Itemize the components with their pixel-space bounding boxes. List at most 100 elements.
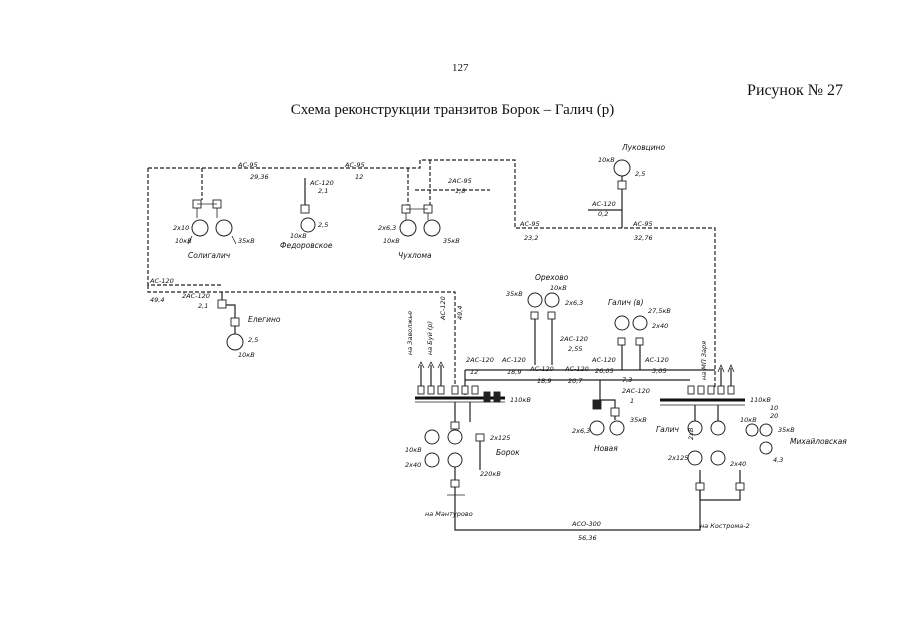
substation-label: 2х6,3 xyxy=(565,299,583,307)
substation-label: 2х125 xyxy=(490,434,510,442)
line-label: 12 xyxy=(470,368,478,376)
substation-label: 2,5 xyxy=(318,221,328,229)
line-label: АС-120 xyxy=(439,296,447,321)
line-label: АС-95 xyxy=(632,220,653,228)
substation-borok xyxy=(415,361,701,531)
substation-fedorovskoe xyxy=(300,178,316,233)
substation-name: Федоровское xyxy=(280,241,333,250)
substation-label: 2х40 xyxy=(405,461,421,469)
substation-label: 220кВ xyxy=(480,470,501,478)
line-label: 18,9 xyxy=(537,377,551,385)
substation-label: 10кВ xyxy=(598,156,615,164)
substation-label: 35кВ xyxy=(238,237,255,245)
direction-label: на Буй (р) xyxy=(426,321,434,355)
line-label: АС-95 xyxy=(519,220,540,228)
direction-label: на Заволжье xyxy=(406,311,414,355)
line-label: 23,2 xyxy=(524,234,538,242)
line-label: АС-120 xyxy=(644,356,669,364)
direction-label: на Мантурово xyxy=(425,510,473,518)
line-label: АС-120 xyxy=(591,200,616,208)
line-label: 18,9 xyxy=(507,368,521,376)
line-label: 12 xyxy=(355,173,363,181)
top-transit-line xyxy=(147,159,716,390)
substation-label: 35кВ xyxy=(443,237,460,245)
line-label: АС-95 xyxy=(237,161,258,169)
substation-galich-r xyxy=(614,315,648,370)
substation-label: 110кВ xyxy=(750,396,771,404)
substation-lukovtsino xyxy=(588,159,631,228)
direction-label: на МП Заря xyxy=(700,341,708,380)
line-label: 2АС-120 xyxy=(182,292,210,300)
substation-label: 10кВ xyxy=(238,351,255,359)
substation-name: Галич xyxy=(656,425,679,434)
substation-label: 10 xyxy=(770,404,778,412)
line-label: 2АС-120 xyxy=(622,387,650,395)
line-label: 32,76 xyxy=(634,234,653,242)
page-number: 127 xyxy=(452,62,469,74)
line-label: 49,4 xyxy=(456,306,464,320)
line-label: АС-95 xyxy=(344,161,365,169)
middle-110kv-lines xyxy=(464,369,715,395)
substation-label: 10кВ xyxy=(290,232,307,240)
line-label: АС-120 xyxy=(591,356,616,364)
substation-name: Михайловская xyxy=(790,437,847,446)
line-label: 2АС-95 xyxy=(448,177,472,185)
line-label: АС-120 xyxy=(309,179,334,187)
substation-label: 20 xyxy=(770,412,778,420)
substation-name: Солигалич xyxy=(188,251,231,260)
substation-name: Елегино xyxy=(248,315,281,324)
substation-label: 110кВ xyxy=(510,396,531,404)
substation-label: 35кВ xyxy=(506,290,523,298)
substation-label: 10кВ xyxy=(383,237,400,245)
figure-title: Схема реконструкции транзитов Борок – Га… xyxy=(290,102,615,118)
substation-label: 2х125 xyxy=(668,454,688,462)
line-label: 29,36 xyxy=(250,173,269,181)
substation-label: 35кВ xyxy=(778,426,795,434)
substation-label: 10кВ xyxy=(405,446,422,454)
substation-galich xyxy=(660,363,773,501)
substation-label: 10кВ xyxy=(740,416,757,424)
line-label: 2АС-120 xyxy=(466,356,494,364)
substation-label: 27,5кВ xyxy=(648,307,671,315)
line-label: АС-120 xyxy=(149,277,174,285)
line-label: 1 xyxy=(630,397,634,405)
substation-name: Галич (в) xyxy=(608,298,644,307)
substation-orehovo xyxy=(527,292,560,365)
substation-name: Борок xyxy=(496,448,520,457)
direction-label: на Кострома-2 xyxy=(700,522,750,530)
substation-label: 10кВ xyxy=(175,237,192,245)
line-label: 1,8 xyxy=(455,187,465,195)
line-label: 2,55 xyxy=(568,345,582,353)
line-label: 2АС-120 xyxy=(560,335,588,343)
line-label: 49,4 xyxy=(150,296,164,304)
substation-soligalich xyxy=(187,199,237,245)
substation-elegino xyxy=(217,292,244,351)
line-label: 0,2 xyxy=(598,210,608,218)
line-label: АС-120 xyxy=(564,365,589,373)
substation-label: 2,5 xyxy=(248,336,258,344)
substation-name: Орехово xyxy=(535,273,569,282)
substation-label: 35кВ xyxy=(630,416,647,424)
line-label: АСО-300 xyxy=(571,520,601,528)
line-label: 7,3 xyxy=(622,376,632,384)
line-label: 3,05 xyxy=(652,367,666,375)
substation-name: Луковцино xyxy=(621,143,665,152)
substation-label: 2,5 xyxy=(635,170,645,178)
substation-label: 2хВ xyxy=(687,427,695,440)
substation-label: 4,3 xyxy=(773,456,783,464)
line-label: 20,7 xyxy=(568,377,583,385)
substation-label: 2х40 xyxy=(652,322,668,330)
line-label: 2,1 xyxy=(198,302,208,310)
substation-name: Новая xyxy=(594,444,618,453)
substation-label: 2х40 xyxy=(730,460,746,468)
substation-label: 2х6,3 xyxy=(572,427,590,435)
substation-name: Чухлома xyxy=(398,251,432,260)
line-label: 26,05 xyxy=(595,367,614,375)
line-label: 2,1 xyxy=(318,187,328,195)
figure-number: Рисунок № 27 xyxy=(747,82,843,99)
substation-novaya xyxy=(589,380,625,436)
substation-label: 2х10 xyxy=(173,224,189,232)
line-label: АС-120 xyxy=(529,365,554,373)
